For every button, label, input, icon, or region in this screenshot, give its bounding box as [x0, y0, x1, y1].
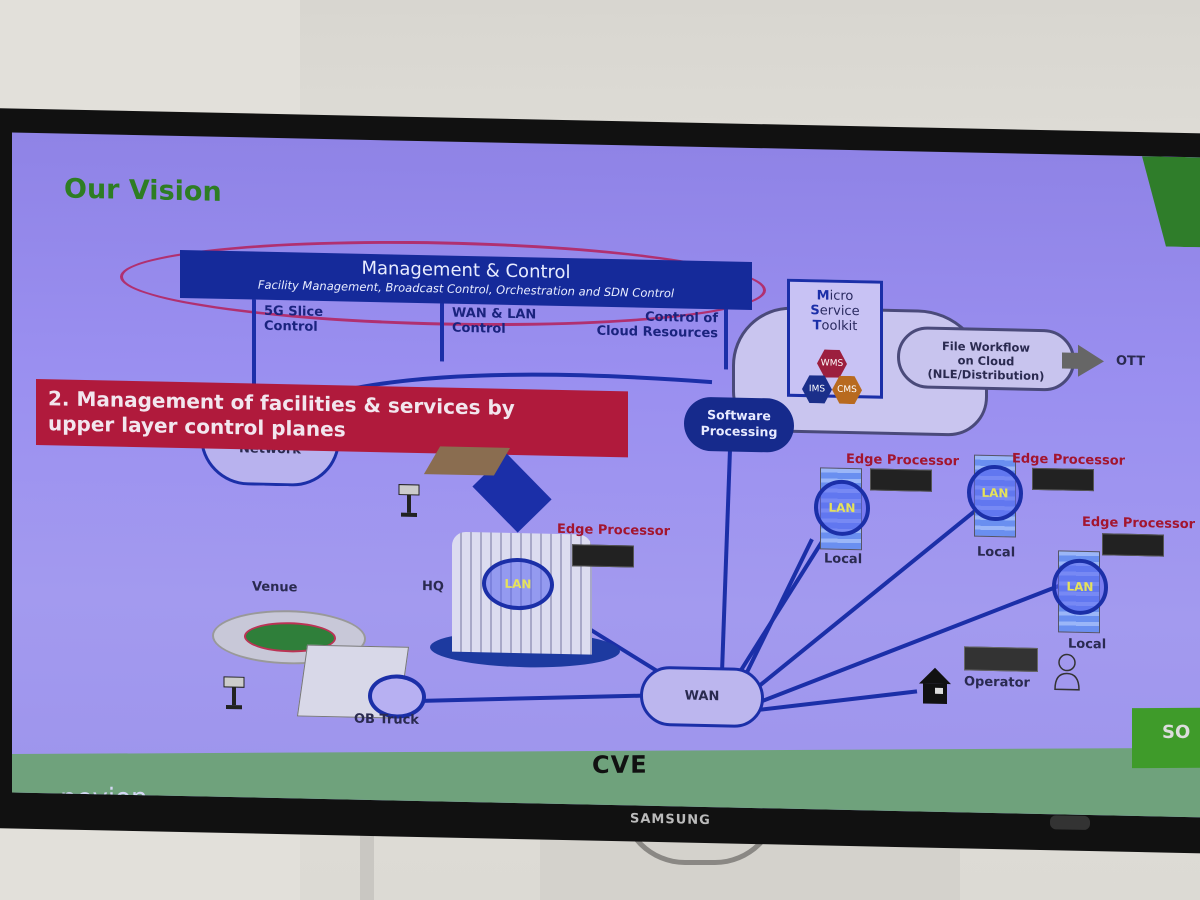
- label-5g-slice-line2: Control: [264, 318, 318, 335]
- mst-service: ervice: [819, 303, 860, 320]
- person-icon: [1054, 653, 1080, 691]
- link-wan-local2: [745, 491, 999, 698]
- slide-footer: nevion CVE SO: [12, 707, 1200, 818]
- nevion-logo: nevion: [60, 783, 148, 814]
- camera-venue-icon: [223, 676, 245, 710]
- wan-cloud: WAN: [640, 665, 764, 729]
- processing-line: Processing: [700, 422, 778, 440]
- wan-label: WAN: [684, 688, 720, 705]
- label-5g-slice-control: 5G Slice Control: [264, 304, 323, 335]
- operator-label: Operator: [964, 674, 1030, 691]
- link-wan-obtruck: [416, 693, 643, 703]
- label-wan-lan-line1: WAN & LAN: [452, 305, 537, 323]
- hq-label: HQ: [422, 579, 444, 595]
- link-wan-local4: [735, 538, 814, 694]
- mst-toolkit: oolkit: [821, 318, 858, 335]
- link-wan-operator: [756, 689, 918, 713]
- local1-edge-processor-icon: [870, 468, 932, 492]
- local1-lan-label: LAN: [828, 500, 856, 516]
- tv-brand-logo: SAMSUNG: [630, 811, 711, 829]
- label-cloud-line2: Cloud Resources: [596, 323, 718, 342]
- arrow-wan-lan: [440, 303, 444, 362]
- venue-label: Venue: [252, 579, 298, 596]
- mst-t: T: [812, 318, 822, 334]
- camera-studio-icon: [398, 484, 420, 517]
- hq-lan-label: LAN: [504, 576, 532, 592]
- slide-title: Our Vision: [64, 173, 222, 208]
- tv-monitor: Our Vision Management & Control Facility…: [0, 108, 1200, 854]
- sony-logo: SO: [1132, 707, 1200, 769]
- tv-sensor: [1050, 815, 1090, 831]
- ott-arrow-icon: [1078, 344, 1104, 378]
- local1-label: Local: [824, 551, 863, 568]
- local2-lan-icon: LAN: [967, 464, 1023, 522]
- local3-edge-processor-label: Edge Processor: [1082, 514, 1196, 533]
- file-workflow-cloud: File Workflow on Cloud (NLE/Distribution…: [897, 325, 1075, 392]
- cve-logo: CVE: [592, 750, 648, 780]
- micro-service-toolkit: Micro Service Toolkit: [787, 278, 883, 399]
- label-5g-slice-line1: 5G Slice: [264, 303, 324, 320]
- hq-lan-icon: LAN: [482, 557, 554, 611]
- file-workflow-line3: (NLE/Distribution): [927, 366, 1045, 384]
- local3-edge-processor-icon: [1102, 533, 1164, 557]
- presentation-slide: Our Vision Management & Control Facility…: [12, 132, 1200, 818]
- mst-s: S: [810, 303, 820, 319]
- label-wan-lan-control: WAN & LAN Control: [452, 306, 536, 338]
- local2-edge-processor-icon: [1032, 467, 1094, 492]
- mst-m: M: [816, 288, 830, 304]
- hq-edge-processor-label: Edge Processor: [557, 521, 671, 540]
- operator-console-icon: [964, 646, 1038, 672]
- software-processing-cloud: Software Processing: [684, 396, 794, 453]
- micro-service-toolkit-label: Micro Service Toolkit: [790, 288, 880, 335]
- local1-lan-icon: LAN: [814, 479, 870, 537]
- local3-lan-icon: LAN: [1052, 558, 1108, 616]
- link-wan-local3: [756, 573, 1088, 705]
- mst-micro: icro: [829, 288, 854, 305]
- connection-lines: [311, 372, 1088, 713]
- ob-truck-label: OB Truck: [354, 711, 419, 728]
- hq-edge-processor-icon: [572, 544, 634, 568]
- house-icon: [919, 667, 951, 705]
- arrow-5g-slice: [252, 299, 256, 390]
- arrow-cloud-resources: [724, 309, 728, 370]
- local3-lan-label: LAN: [1066, 579, 1094, 595]
- local2-edge-processor-label: Edge Processor: [1012, 451, 1126, 469]
- local2-label: Local: [977, 544, 1016, 561]
- local3-label: Local: [1068, 636, 1107, 653]
- ott-label: OTT: [1116, 353, 1146, 370]
- label-wan-lan-line2: Control: [452, 320, 506, 337]
- wall-pole: [360, 830, 374, 900]
- local1-edge-processor-label: Edge Processor: [846, 451, 960, 470]
- label-cloud-resources-control: Control of Cloud Resources: [578, 308, 718, 342]
- link-sw-wan: [720, 449, 732, 673]
- callout-banner: 2. Management of facilities & services b…: [36, 378, 628, 458]
- local2-lan-label: LAN: [981, 485, 1009, 501]
